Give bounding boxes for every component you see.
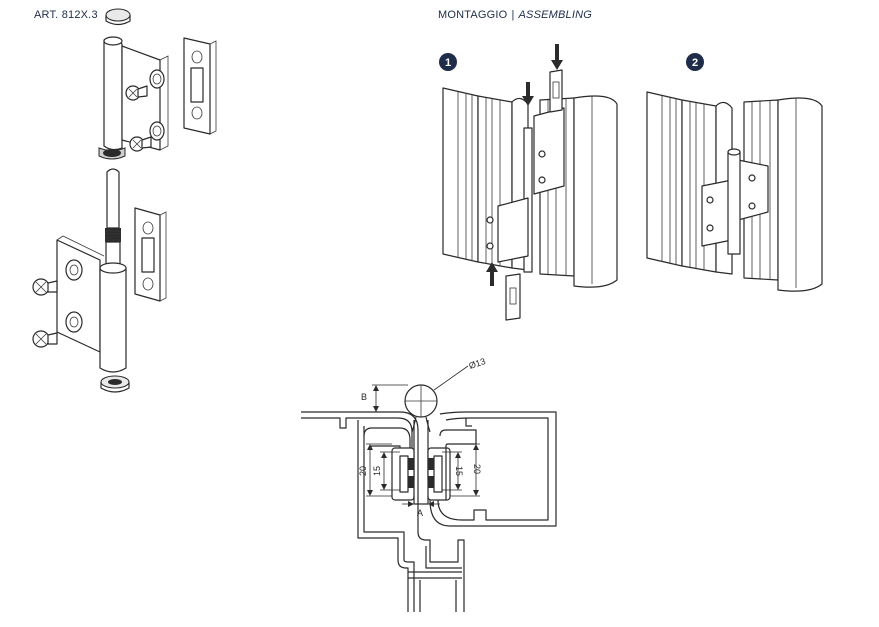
step-1-number: 1 <box>445 57 451 69</box>
assembly-title-main: MONTAGGIO <box>438 9 508 21</box>
dimension-15-left: 15 <box>372 466 382 476</box>
hinge-pin <box>105 168 121 267</box>
lower-screws <box>32 278 58 348</box>
step-2-badge <box>686 53 704 71</box>
dimension-20-left: 20 <box>358 466 368 476</box>
upper-screws <box>125 85 152 152</box>
dimension-b-label: B <box>361 392 367 402</box>
assembly-title: MONTAGGIO|ASSEMBLING <box>438 9 592 21</box>
lower-counter-plate <box>134 207 167 302</box>
hinge-exploded-view <box>32 8 217 393</box>
arrow-up-icon <box>486 262 498 286</box>
bottom-bush <box>100 375 130 393</box>
dimension-a-label: A <box>417 508 423 518</box>
upper-counter-plate <box>183 37 217 135</box>
assembly-step-2: 2 <box>646 53 823 292</box>
arrow-down-icon <box>522 82 534 106</box>
diameter-label: Ø13 <box>468 356 487 371</box>
article-code: ART. 812X.3 <box>34 9 98 21</box>
assembly-title-separator: | <box>511 9 515 21</box>
dimension-20-right: 20 <box>472 464 482 474</box>
top-cap <box>105 8 131 26</box>
assembly-step-1: 1 <box>439 44 618 321</box>
step-1-badge <box>439 53 457 71</box>
upper-hinge-leaf <box>98 36 169 160</box>
profile-section-drawing: Ø13 B 20 15 15 20 A <box>301 356 557 612</box>
step-2-number: 2 <box>692 57 698 69</box>
dimension-15-right: 15 <box>454 466 464 476</box>
arrow-down-icon <box>551 44 563 70</box>
assembly-title-english: ASSEMBLING <box>518 9 593 21</box>
lower-hinge-leaf <box>56 235 127 373</box>
